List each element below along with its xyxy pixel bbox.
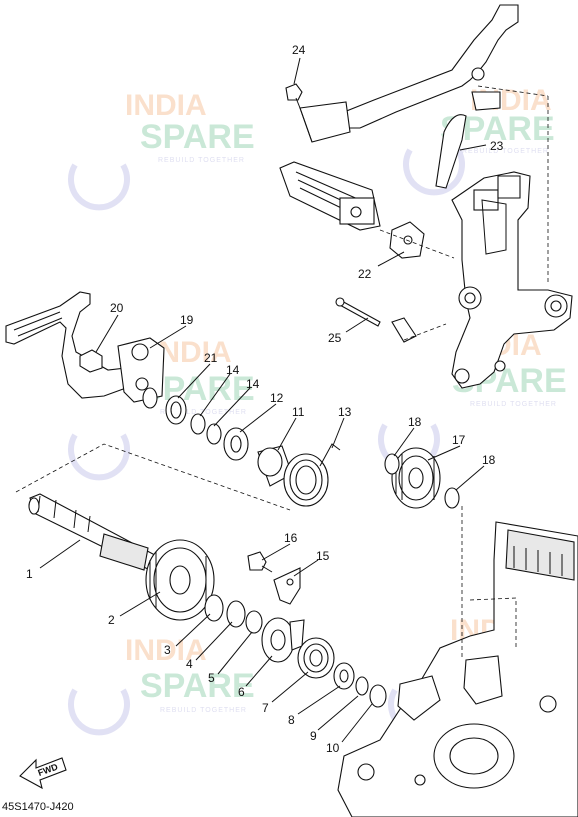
callout-8: 8 xyxy=(288,713,295,727)
footrest-bracket-assembly xyxy=(279,4,573,389)
callout-14-second: 14 xyxy=(246,377,260,391)
crankcase xyxy=(337,506,578,817)
callout-25: 25 xyxy=(328,331,342,345)
callout-21: 21 xyxy=(204,351,218,365)
watermark-text: INDIA xyxy=(125,634,207,667)
callout-6: 6 xyxy=(238,685,245,699)
callout-labels: 1 2 3 4 5 6 7 8 9 10 11 12 13 14 14 15 1… xyxy=(26,43,504,755)
callout-12: 12 xyxy=(270,391,284,405)
ratchet-spring xyxy=(297,637,335,679)
callout-1: 1 xyxy=(26,567,33,581)
watermark-text: SPARE xyxy=(140,667,255,705)
wrench-icon xyxy=(68,163,130,211)
kick-gear xyxy=(145,539,215,621)
callout-15: 15 xyxy=(316,549,330,563)
callout-5: 5 xyxy=(208,671,215,685)
wrench-icon xyxy=(68,433,130,481)
watermark-tagline: REBUILD TOGETHER xyxy=(470,401,557,408)
callout-18-second: 18 xyxy=(482,453,496,467)
kick-shaft-small-parts xyxy=(190,413,341,507)
bolt-and-guide xyxy=(247,551,301,605)
callout-20: 20 xyxy=(110,301,124,315)
callout-17: 17 xyxy=(452,433,466,447)
drawing-code: 45S1470-J420 xyxy=(2,801,74,813)
washers-3-4-5 xyxy=(204,594,263,634)
wrench-icon xyxy=(68,688,130,736)
callout-9: 9 xyxy=(310,729,317,743)
ratchet xyxy=(261,617,305,663)
kick-shaft xyxy=(15,443,291,577)
callout-2: 2 xyxy=(108,613,115,627)
watermark-text: SPARE xyxy=(140,118,255,156)
kick-lever-assembly xyxy=(5,291,187,425)
watermark-text: INDIA xyxy=(125,89,207,122)
callout-18: 18 xyxy=(408,415,422,429)
callout-4: 4 xyxy=(186,657,193,671)
leader-lines xyxy=(39,57,487,743)
callout-10: 10 xyxy=(326,741,340,755)
callout-11: 11 xyxy=(292,405,305,419)
watermark-top-left: INDIA SPARE REBUILD TOGETHER xyxy=(68,89,255,211)
washer-clip-set xyxy=(333,662,387,708)
watermark-tagline: REBUILD TOGETHER xyxy=(462,148,549,155)
callout-16: 16 xyxy=(284,531,298,545)
watermark-tagline: REBUILD TOGETHER xyxy=(158,157,245,164)
callout-13: 13 xyxy=(338,405,352,419)
callout-7: 7 xyxy=(262,701,269,715)
wrench-icon xyxy=(403,148,465,196)
callout-23: 23 xyxy=(490,139,504,153)
callout-3: 3 xyxy=(164,643,171,657)
forward-direction-arrow: FWD xyxy=(19,757,67,790)
callout-24: 24 xyxy=(292,43,306,57)
callout-22: 22 xyxy=(358,267,372,281)
callout-14: 14 xyxy=(226,363,240,377)
idle-gear xyxy=(384,447,460,509)
callout-19: 19 xyxy=(180,313,194,327)
watermark-bottom-left: INDIA SPARE REBUILD TOGETHER xyxy=(68,634,255,736)
watermark-tagline: REBUILD TOGETHER xyxy=(160,707,247,714)
